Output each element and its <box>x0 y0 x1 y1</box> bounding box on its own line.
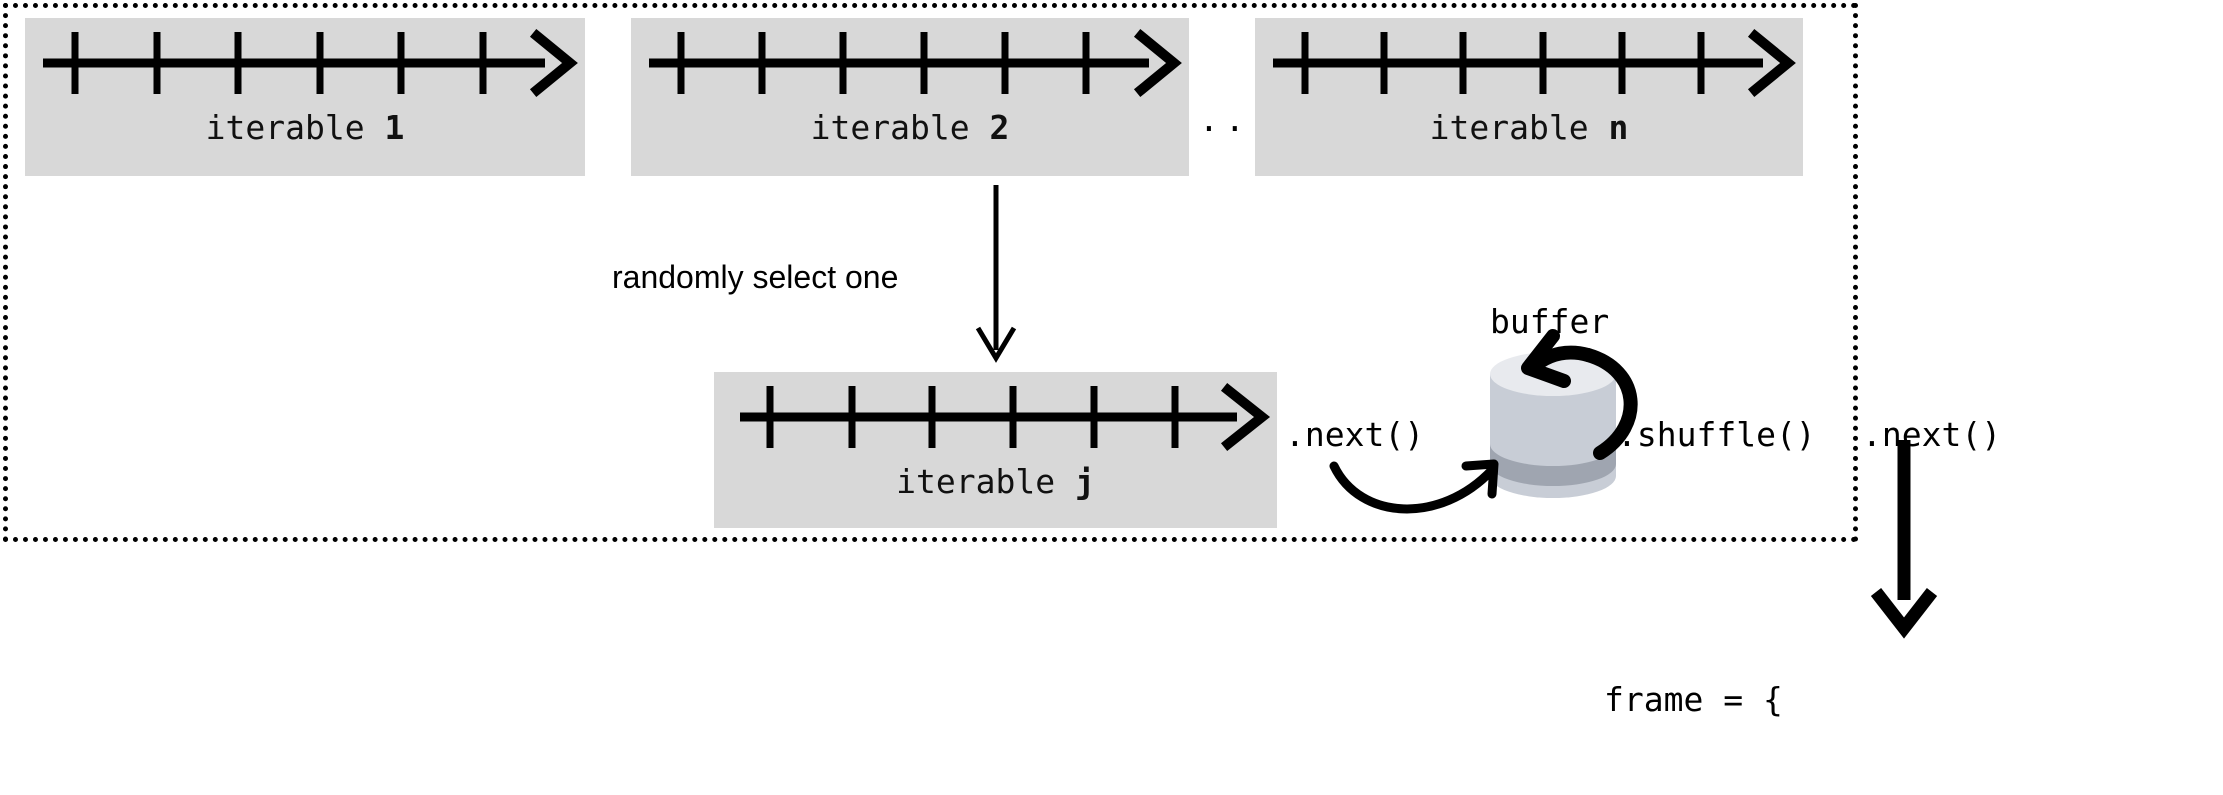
buffer-cylinder-icon <box>1490 352 1616 498</box>
iterable-1-axis <box>43 28 578 98</box>
code-line-1: frame = { <box>1604 680 1783 719</box>
iterable-2-box: iterable 2 <box>631 18 1189 176</box>
iterable-n-label: iterable n <box>1429 108 1629 147</box>
iterable-j-axis <box>740 382 1271 452</box>
shuffle-label: .shuffle() <box>1617 415 1816 454</box>
frame-code-block: frame = { “observation.image.top”: ... #… <box>1604 600 2160 795</box>
iterable-n-box: iterable n <box>1255 18 1803 176</box>
iterable-2-label: iterable 2 <box>810 108 1010 147</box>
iterable-2-axis <box>649 28 1182 98</box>
iterable-n-axis <box>1273 28 1796 98</box>
buffer-label: buffer <box>1490 302 1610 341</box>
randomly-select-one-label: randomly select one <box>612 259 899 295</box>
iterable-j-box: iterable j <box>714 372 1277 528</box>
iterable-j-label: iterable j <box>896 462 1095 501</box>
iterable-1-label: iterable 1 <box>205 108 405 147</box>
dataset-boundary-dashed-region <box>3 3 1858 542</box>
iterable-1-box: iterable 1 <box>25 18 585 176</box>
next-from-iterable-label: .next() <box>1285 415 1425 454</box>
next-from-buffer-label: .next() <box>1862 415 2002 454</box>
